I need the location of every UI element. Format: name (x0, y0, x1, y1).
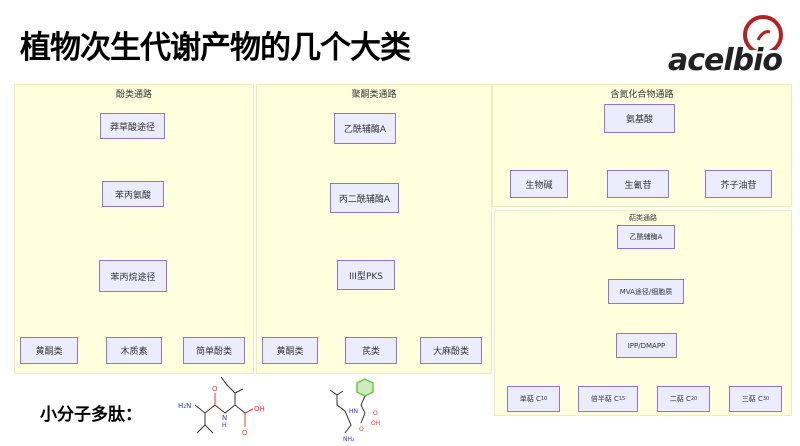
node-label: 单萜 C (519, 395, 541, 403)
node-flavonoids[interactable]: 黄酮类 (262, 337, 318, 364)
node-lignin[interactable]: 木质素 (106, 337, 162, 364)
node-shikimate[interactable]: 莽草酸途径 (100, 113, 165, 139)
carbon-count: 20 (690, 396, 698, 402)
node-alkaloids[interactable]: 生物碱 (510, 170, 568, 198)
panel-title: 聚酮类通路 (351, 90, 397, 100)
dipeptide-structure-1: H₂N N H OH O O (178, 376, 265, 437)
node-label: 倍半萜 C (590, 395, 619, 403)
node-label: 三萜 C (741, 395, 763, 403)
node-glucosinolates[interactable]: 芥子油苷 (705, 170, 772, 198)
node-cyanogenic-glycosides[interactable]: 生氰苷 (607, 170, 669, 198)
node-phenylpropanoid[interactable]: 苯丙烷途径 (99, 260, 167, 292)
logo-text: acelbio (668, 43, 783, 78)
node-cannabinoids[interactable]: 大麻酚类 (420, 337, 482, 364)
atom-label: N (222, 414, 227, 422)
node-simple-phenols[interactable]: 简单酚类 (183, 337, 245, 364)
carbon-count: 10 (540, 396, 548, 402)
phenol-pathway-panel: 酚类通路 (14, 84, 254, 374)
acelbio-logo: acelbio (668, 15, 788, 78)
node-flavonoids[interactable]: 黄酮类 (20, 337, 78, 364)
peptide-label: 小分子多肽： (40, 405, 142, 425)
panel-title: 酚类通路 (115, 90, 152, 100)
atom-label: O (212, 385, 218, 393)
panel-title: 萜类通路 (629, 214, 657, 222)
panel-title: 含氮化合物通路 (610, 90, 674, 100)
dipeptide-structure-2: HN OH O NH₂ O (329, 378, 380, 443)
node-acetyl-coa[interactable]: 乙酰辅酶A (334, 113, 396, 144)
atom-label: HN (349, 408, 358, 415)
atom-label: H (222, 422, 227, 429)
node-amino-acids[interactable]: 氨基酸 (604, 104, 675, 133)
carbon-count: 30 (762, 396, 770, 402)
node-acetyl-coa[interactable]: 乙酰辅酶A (617, 225, 675, 249)
node-phenylalanine[interactable]: 苯丙氨酸 (102, 181, 164, 207)
atom-label: OH (371, 420, 380, 427)
atom-label: O (359, 426, 364, 433)
logo-swirl-icon (743, 15, 783, 50)
node-type3-pks[interactable]: III型PKS (337, 260, 395, 290)
atom-label: O (373, 410, 378, 417)
atom-label: OH (254, 405, 265, 413)
carbon-count: 15 (618, 396, 626, 402)
atom-label: NH₂ (343, 436, 355, 443)
node-malonyl-coa[interactable]: 丙二酰辅酶A (330, 183, 399, 213)
page-title: 植物次生代谢产物的几个大类 (20, 30, 411, 66)
atom-label: H₂N (178, 402, 191, 410)
node-stilbenes[interactable]: 芪类 (345, 337, 397, 364)
node-label: 二萜 C (669, 395, 691, 403)
node-mva-pathway[interactable]: MVA途径/细胞质 (608, 279, 684, 304)
atom-label: O (242, 429, 248, 437)
node-ipp-dmapp[interactable]: IPP/DMAPP (616, 333, 677, 358)
